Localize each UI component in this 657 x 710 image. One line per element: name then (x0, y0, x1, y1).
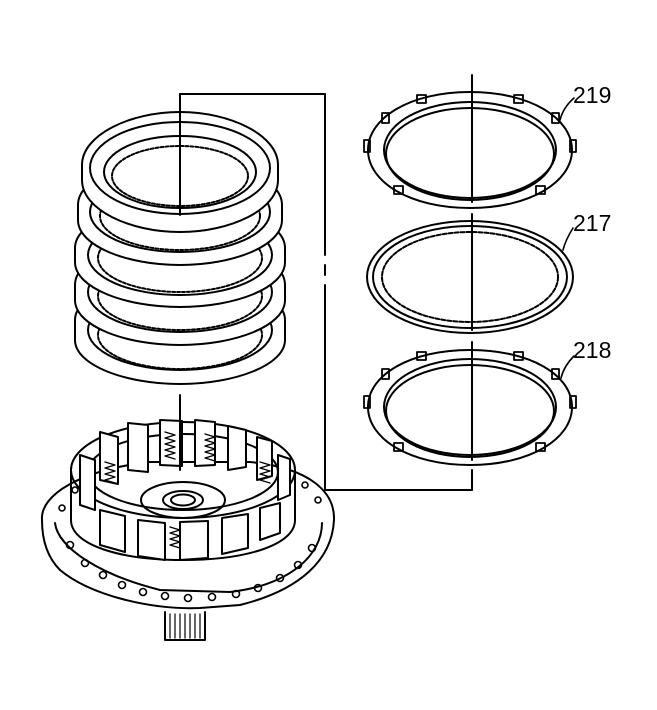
callout-219: 219 (573, 82, 612, 108)
callout-217: 217 (573, 210, 612, 236)
callout-218: 218 (573, 337, 612, 363)
return-springs (104, 431, 271, 549)
leader-lines (559, 97, 575, 379)
housing-fingers (79, 419, 291, 561)
clutch-housing (40, 419, 336, 641)
flange-holes (58, 481, 322, 603)
assembly-lines (179, 74, 473, 491)
ring-217 (366, 220, 574, 334)
ring-218 (363, 349, 577, 466)
ring-219 (363, 91, 577, 209)
